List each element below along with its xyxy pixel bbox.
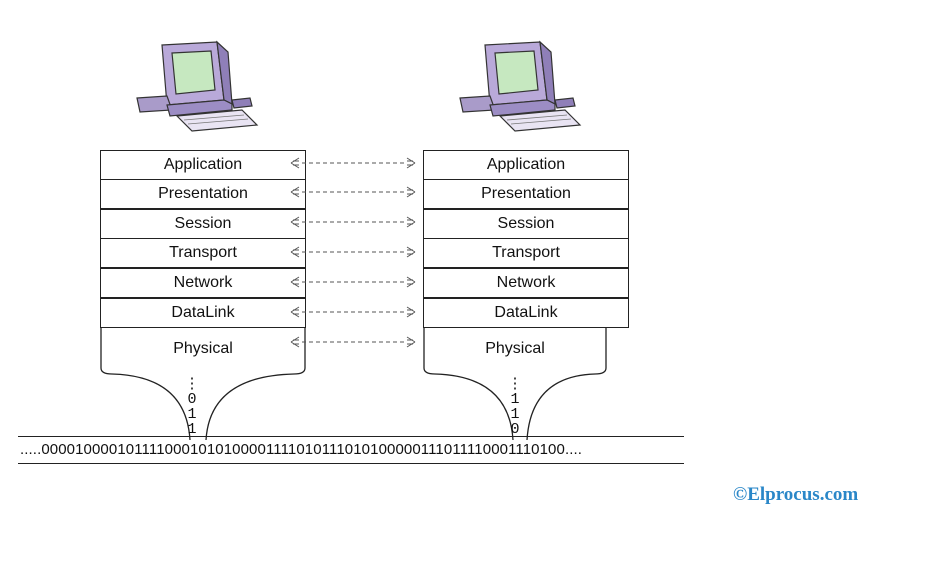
dashed-double-arrow-icon <box>290 336 416 348</box>
layer-network-right: Network <box>423 268 629 298</box>
layer-application-right: Application <box>423 150 629 180</box>
layer-datalink-left: DataLink <box>100 298 306 328</box>
layer-physical-left: Physical <box>173 340 233 357</box>
medium-bottom-line <box>18 463 684 464</box>
layer-network-left: Network <box>100 268 306 298</box>
dashed-double-arrow-icon <box>290 276 416 288</box>
watermark: ©Elprocus.com <box>733 484 859 505</box>
dashed-double-arrow-icon <box>290 186 416 198</box>
medium-top-line <box>18 436 684 437</box>
computer-icon-right <box>459 40 582 132</box>
dashed-double-arrow-icon <box>290 306 416 318</box>
layer-presentation-right: Presentation <box>423 179 629 209</box>
dashed-double-arrow-icon <box>290 157 416 169</box>
dashed-double-arrow-icon <box>290 246 416 258</box>
dashed-double-arrow-icon <box>290 216 416 228</box>
layer-presentation-left: Presentation <box>100 179 306 209</box>
layer-application-left: Application <box>100 150 306 180</box>
layer-transport-left: Transport <box>100 238 306 268</box>
layer-session-right: Session <box>423 209 629 239</box>
layer-physical-right: Physical <box>485 340 545 357</box>
layer-datalink-right: DataLink <box>423 298 629 328</box>
layer-session-left: Session <box>100 209 306 239</box>
bitstream-text: .....00001000010111100010101000011110101… <box>20 441 583 458</box>
layer-transport-right: Transport <box>423 238 629 268</box>
layer-physical-shape-left <box>100 328 306 440</box>
computer-icon-left <box>136 40 259 132</box>
layer-physical-shape-right <box>423 328 607 440</box>
